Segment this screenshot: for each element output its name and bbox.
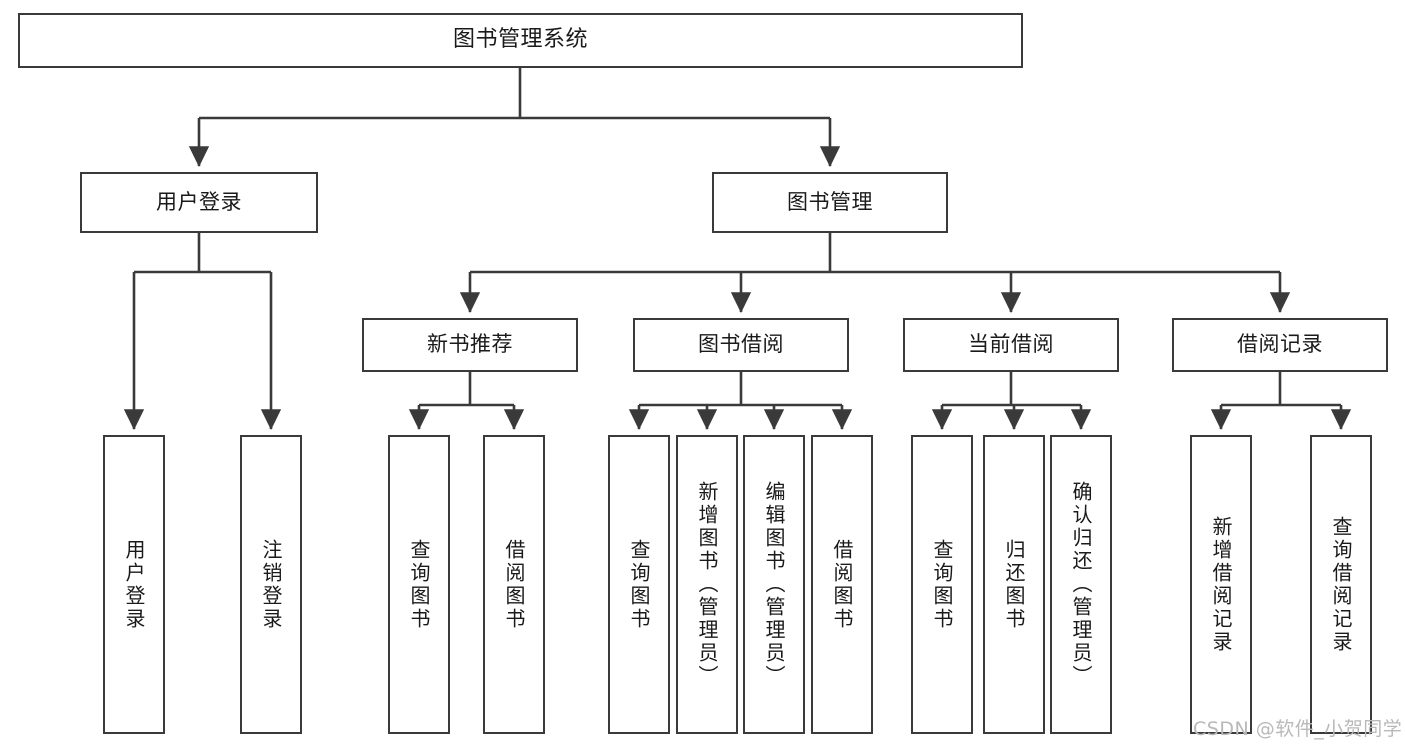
node-label: 图书管理	[787, 189, 873, 214]
node-leaf-confirm-return[interactable]: 确认归还（管理员）	[1050, 435, 1112, 734]
node-leaf-query-book-2[interactable]: 查询图书	[608, 435, 670, 734]
node-root-system[interactable]: 图书管理系统	[18, 13, 1023, 68]
node-current-borrow[interactable]: 当前借阅	[903, 318, 1119, 372]
node-label: 新增图书（管理员）	[695, 481, 719, 688]
node-label: 归还图书	[1002, 538, 1026, 631]
node-label: 查询图书	[930, 538, 954, 631]
node-label: 查询借阅记录	[1329, 515, 1353, 654]
node-label: 借阅图书	[502, 538, 526, 631]
node-label: 当前借阅	[968, 332, 1054, 357]
node-leaf-borrow-book-2[interactable]: 借阅图书	[811, 435, 873, 734]
node-leaf-query-record[interactable]: 查询借阅记录	[1310, 435, 1372, 734]
node-leaf-user-login[interactable]: 用户登录	[103, 435, 165, 734]
node-leaf-edit-book[interactable]: 编辑图书（管理员）	[743, 435, 805, 734]
node-leaf-add-book[interactable]: 新增图书（管理员）	[676, 435, 738, 734]
node-label: 图书管理系统	[452, 27, 588, 53]
node-label: 用户登录	[122, 538, 146, 631]
node-label: 借阅记录	[1237, 332, 1323, 357]
node-leaf-query-book-3[interactable]: 查询图书	[911, 435, 973, 734]
node-label: 用户登录	[156, 189, 242, 214]
node-user-login[interactable]: 用户登录	[80, 172, 318, 233]
node-leaf-add-record[interactable]: 新增借阅记录	[1190, 435, 1252, 734]
node-borrow-record[interactable]: 借阅记录	[1172, 318, 1388, 372]
node-leaf-return-book[interactable]: 归还图书	[983, 435, 1045, 734]
node-label: 借阅图书	[830, 538, 854, 631]
node-leaf-borrow-book-1[interactable]: 借阅图书	[483, 435, 545, 734]
node-book-manage[interactable]: 图书管理	[712, 172, 948, 233]
node-label: 新书推荐	[427, 332, 513, 357]
node-label: 查询图书	[627, 538, 651, 631]
node-leaf-user-logout[interactable]: 注销登录	[240, 435, 302, 734]
node-new-book-recommend[interactable]: 新书推荐	[362, 318, 578, 372]
node-leaf-query-book-1[interactable]: 查询图书	[388, 435, 450, 734]
node-label: 图书借阅	[698, 332, 784, 357]
node-book-borrow[interactable]: 图书借阅	[633, 318, 849, 372]
node-label: 注销登录	[259, 538, 283, 631]
csdn-watermark: CSDN @软件_小贺同学	[1193, 718, 1403, 740]
node-label: 新增借阅记录	[1209, 515, 1233, 654]
node-label: 确认归还（管理员）	[1069, 481, 1093, 688]
node-label: 编辑图书（管理员）	[762, 481, 786, 688]
node-label: 查询图书	[407, 538, 431, 631]
